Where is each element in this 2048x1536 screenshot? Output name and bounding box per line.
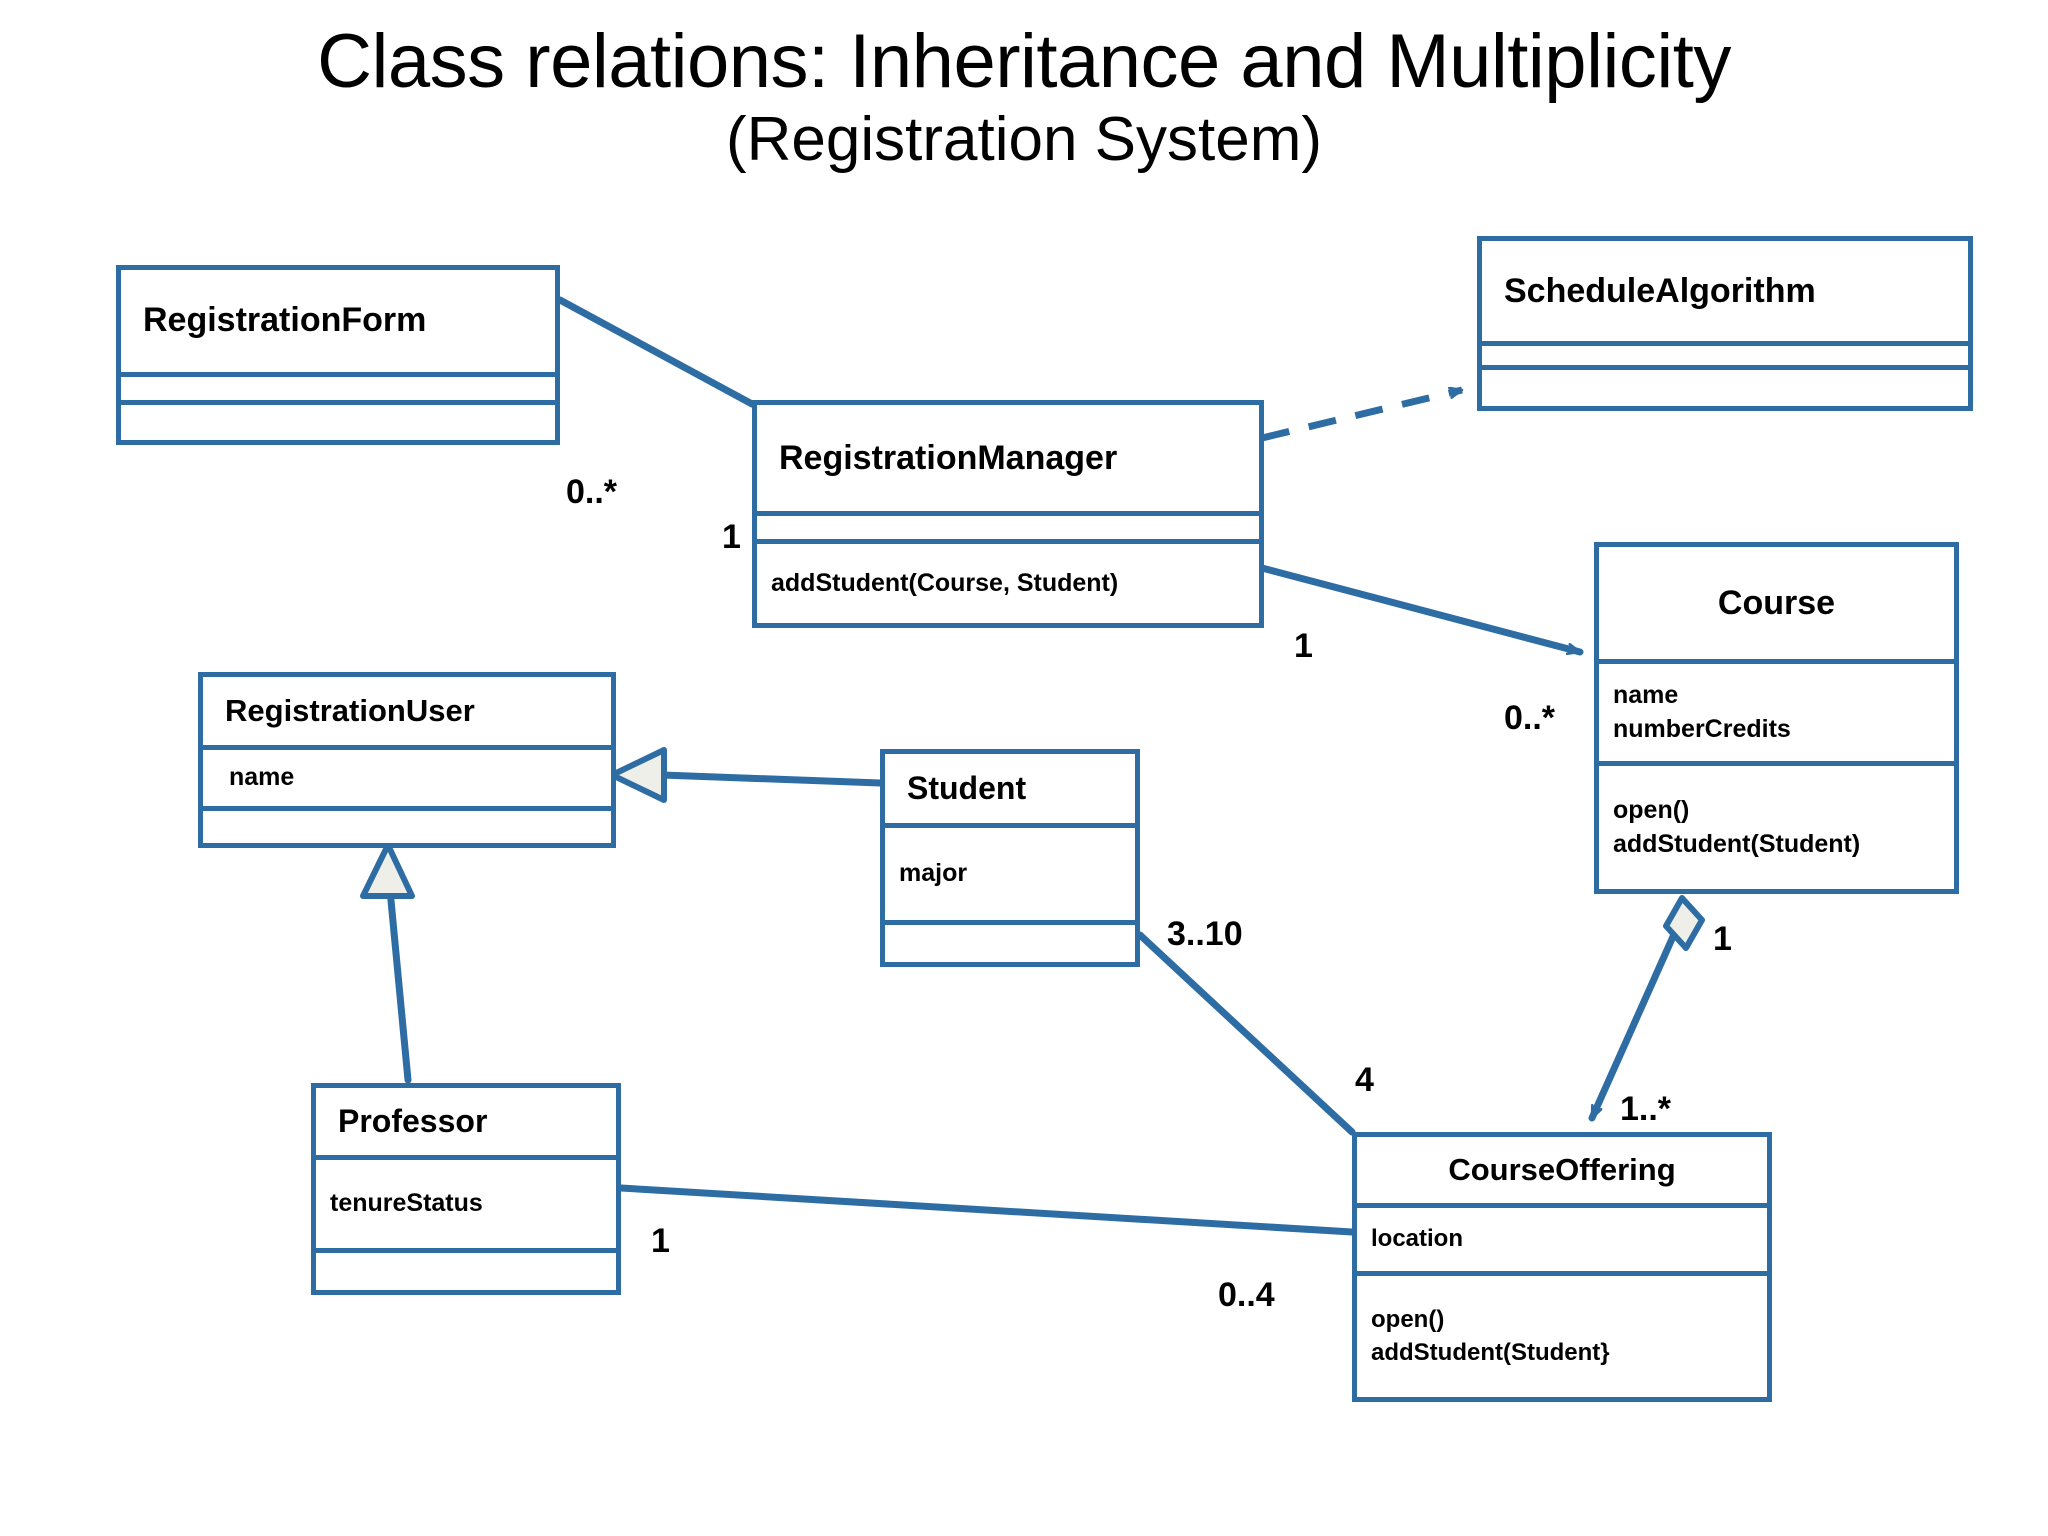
edge-professor-user-line bbox=[386, 886, 412, 1084]
class-operations-registration-form bbox=[121, 400, 555, 440]
class-attributes-course: name numberCredits bbox=[1599, 659, 1954, 761]
attribute-row: tenureStatus bbox=[330, 1189, 483, 1218]
operation-row: addStudent(Student} bbox=[1371, 1338, 1610, 1366]
class-operations-professor bbox=[316, 1248, 616, 1290]
class-attributes-schedule-algorithm bbox=[1482, 341, 1968, 365]
class-operations-schedule-algorithm bbox=[1482, 365, 1968, 406]
inheritance-triangle-professor bbox=[360, 842, 415, 899]
edge-course-offering bbox=[1588, 908, 1688, 1122]
title-line-2: (Registration System) bbox=[725, 104, 1323, 174]
multiplicity-professor-offering-source: 1 bbox=[651, 1222, 670, 1260]
multiplicity-student-offering-source: 3..10 bbox=[1167, 915, 1243, 953]
class-name-schedule-algorithm: ScheduleAlgorithm bbox=[1482, 241, 1968, 341]
aggregation-diamond bbox=[1663, 895, 1705, 951]
class-attributes-course-offering: location bbox=[1357, 1203, 1767, 1271]
class-name-course-offering: CourseOffering bbox=[1357, 1137, 1767, 1203]
edge-form-manager bbox=[556, 296, 756, 408]
multiplicity-form-manager-target: 1 bbox=[722, 518, 741, 556]
class-box-course[interactable]: Course name numberCredits open() addStud… bbox=[1594, 542, 1959, 894]
operation-row: open() bbox=[1613, 795, 1690, 824]
class-name-course: Course bbox=[1599, 547, 1954, 659]
class-box-course-offering[interactable]: CourseOffering location open() addStuden… bbox=[1352, 1132, 1772, 1402]
class-box-professor[interactable]: Professor tenureStatus bbox=[311, 1083, 621, 1295]
multiplicity-form-manager-source: 0..* bbox=[566, 473, 618, 511]
attribute-row: numberCredits bbox=[1613, 714, 1791, 743]
class-operations-registration-user bbox=[203, 805, 611, 843]
multiplicity-course-offering-target: 1..* bbox=[1620, 1090, 1672, 1128]
operation-row: addStudent(Course, Student) bbox=[771, 568, 1119, 597]
edge-manager-schedule bbox=[1261, 386, 1462, 442]
class-name-registration-form: RegistrationForm bbox=[121, 270, 555, 372]
edge-student-offering bbox=[1136, 931, 1356, 1136]
class-name-registration-user: RegistrationUser bbox=[203, 677, 611, 746]
diagram-title: Class relations: Inheritance and Multipl… bbox=[0, 19, 2048, 176]
class-operations-registration-manager: addStudent(Course, Student) bbox=[757, 539, 1259, 623]
multiplicity-professor-offering-target: 0..4 bbox=[1218, 1276, 1275, 1314]
class-name-student: Student bbox=[885, 754, 1135, 824]
class-operations-course: open() addStudent(Student) bbox=[1599, 761, 1954, 889]
class-box-registration-form[interactable]: RegistrationForm bbox=[116, 265, 560, 445]
multiplicity-course-offering-source: 1 bbox=[1713, 920, 1732, 958]
class-operations-student bbox=[885, 920, 1135, 962]
attribute-row: location bbox=[1371, 1225, 1464, 1253]
class-box-student[interactable]: Student major bbox=[880, 749, 1140, 967]
class-name-professor: Professor bbox=[316, 1088, 616, 1156]
class-attributes-registration-user: name bbox=[203, 745, 611, 806]
title-line-1: Class relations: Inheritance and Multipl… bbox=[317, 19, 1731, 104]
attribute-row: major bbox=[899, 859, 968, 888]
edge-student-user-line bbox=[658, 771, 884, 787]
multiplicity-manager-course-target: 0..* bbox=[1504, 699, 1556, 737]
attribute-row: name bbox=[1613, 680, 1679, 709]
class-operations-course-offering: open() addStudent(Student} bbox=[1357, 1271, 1767, 1397]
class-box-registration-manager[interactable]: RegistrationManager addStudent(Course, S… bbox=[752, 400, 1264, 628]
multiplicity-manager-course-source: 1 bbox=[1294, 627, 1313, 665]
edge-professor-offering bbox=[617, 1184, 1356, 1236]
attribute-row: name bbox=[229, 763, 295, 792]
operation-row: open() bbox=[1371, 1306, 1445, 1334]
class-box-schedule-algorithm[interactable]: ScheduleAlgorithm bbox=[1477, 236, 1973, 411]
operation-row: addStudent(Student) bbox=[1613, 829, 1861, 858]
inheritance-triangle-student bbox=[609, 747, 667, 803]
class-attributes-student: major bbox=[885, 823, 1135, 921]
class-name-registration-manager: RegistrationManager bbox=[757, 405, 1259, 511]
multiplicity-student-offering-target: 4 bbox=[1355, 1061, 1374, 1099]
class-attributes-registration-manager bbox=[757, 511, 1259, 539]
class-attributes-professor: tenureStatus bbox=[316, 1155, 616, 1249]
class-box-registration-user[interactable]: RegistrationUser name bbox=[198, 672, 616, 848]
class-attributes-registration-form bbox=[121, 371, 555, 401]
